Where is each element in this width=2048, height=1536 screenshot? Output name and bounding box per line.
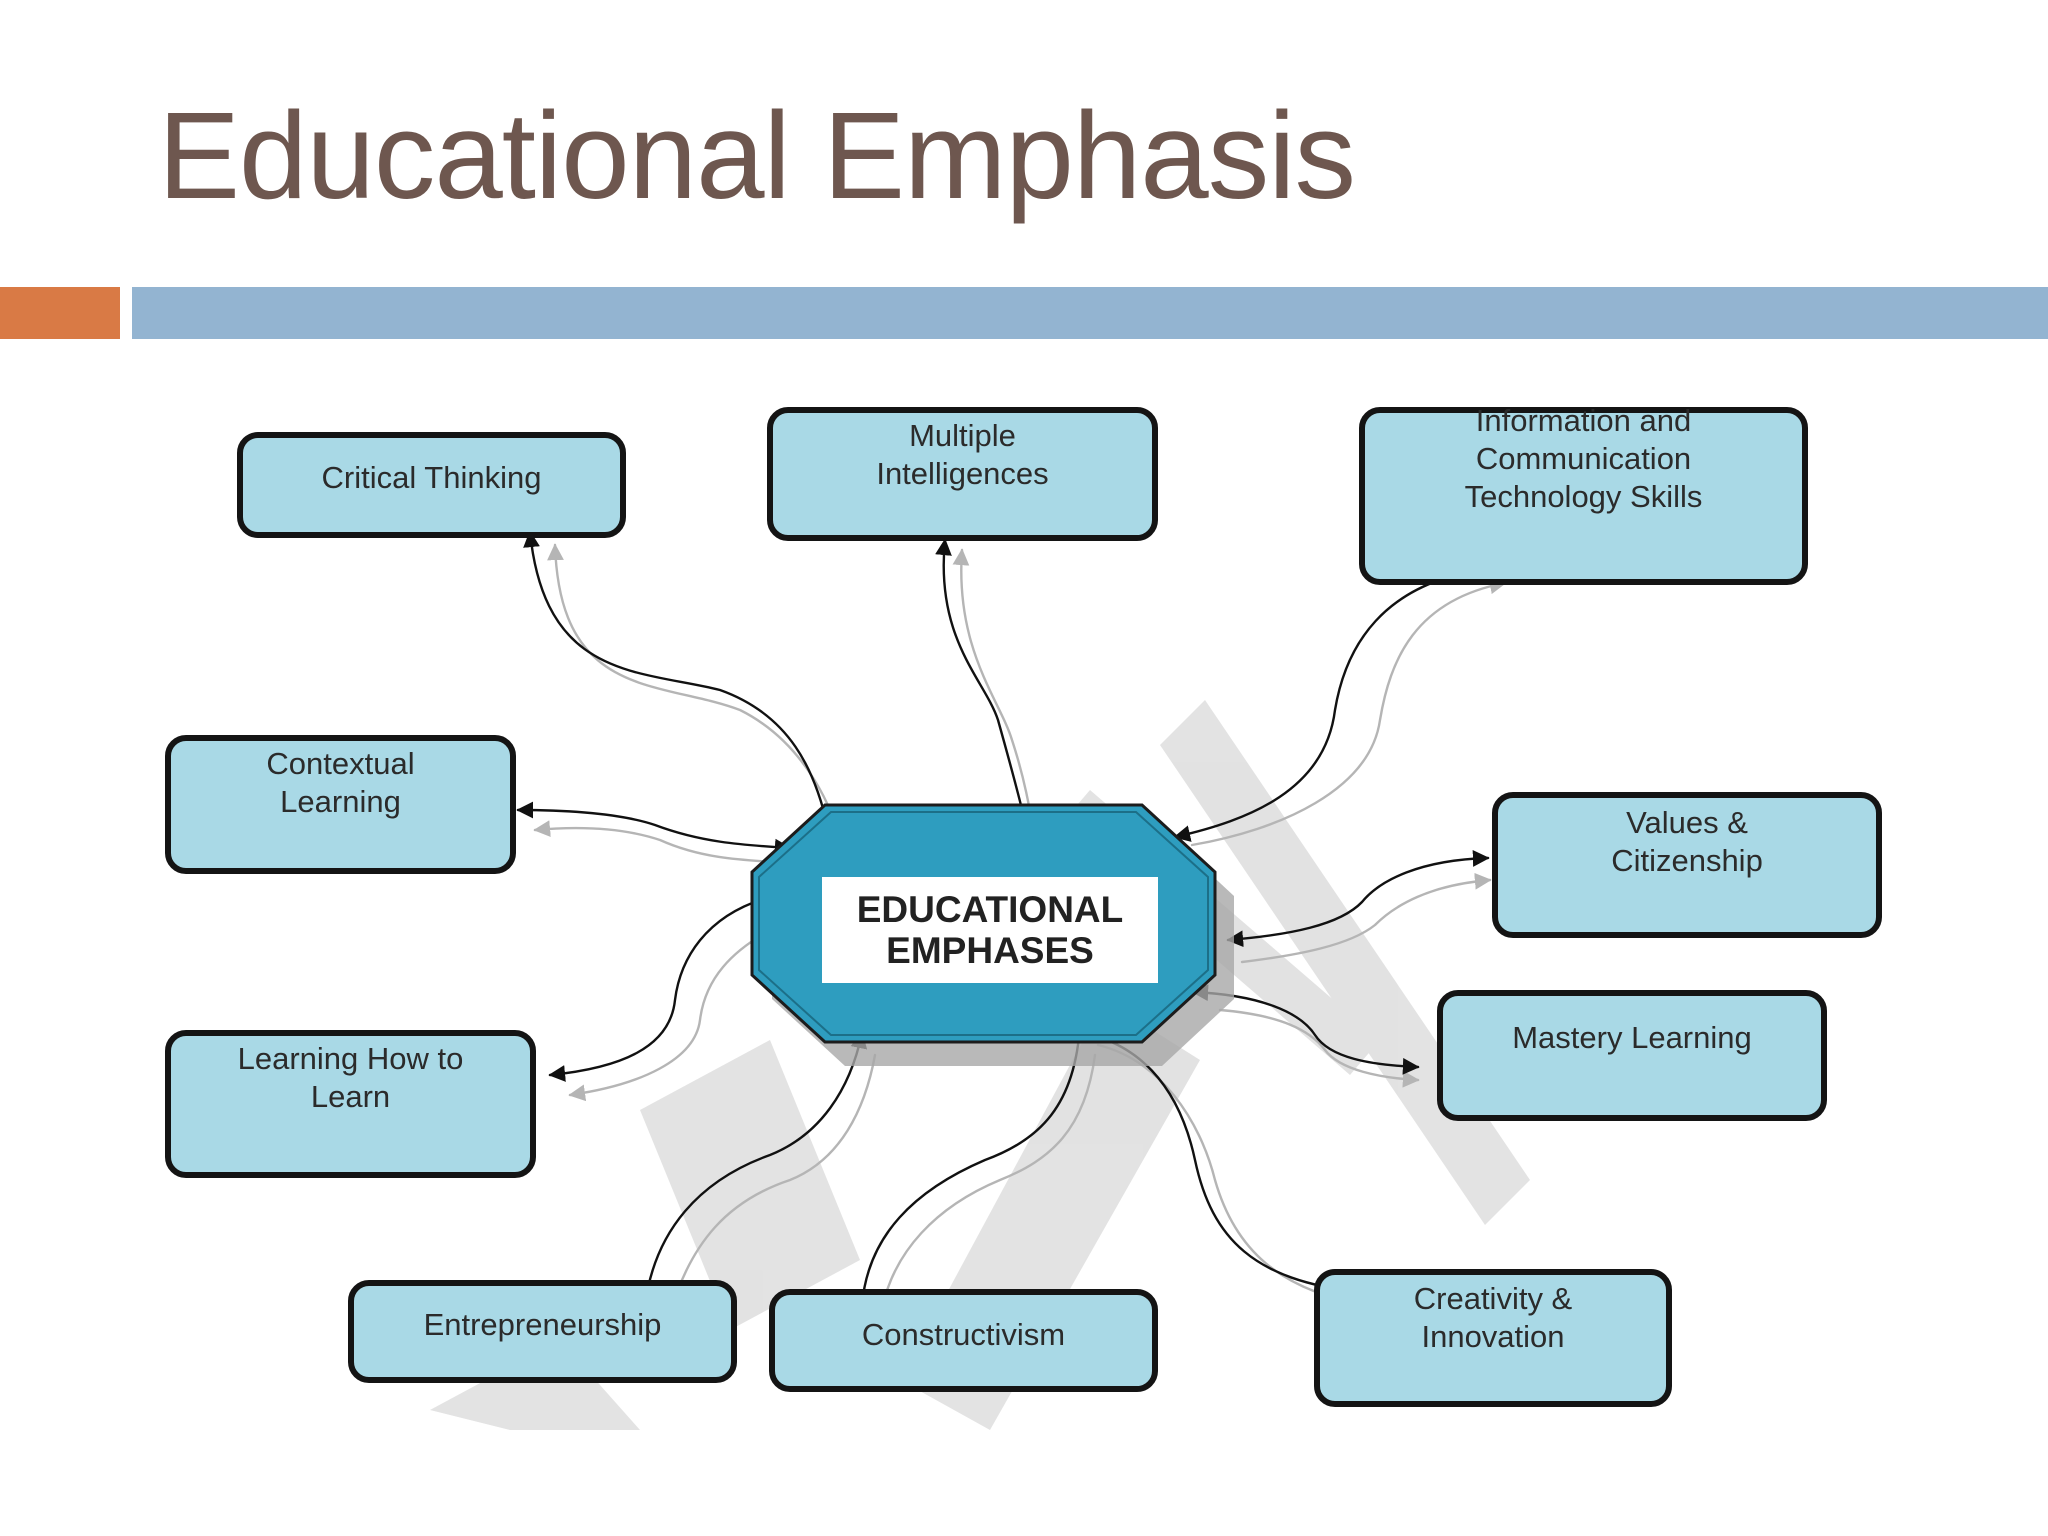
center-label-line: EMPHASES [886,930,1094,971]
node-label-line: Innovation [1421,1319,1564,1354]
node-box [1314,1269,1672,1407]
node-box [1437,990,1827,1121]
node-label-line: Contextual [266,746,414,781]
slide-title: Educational Emphasis [158,88,1356,225]
node-box [348,1280,737,1383]
accent-bar-blue [132,287,2048,339]
node-box [1359,407,1808,585]
node-label-line: Constructivism [862,1317,1065,1352]
node-label-line: Technology Skills [1465,479,1703,514]
node-label-line: Information and [1476,403,1691,438]
node-label-line: Creativity & [1414,1281,1573,1316]
node-label-line: Citizenship [1611,843,1763,878]
connector-values [1226,850,1490,948]
node-box [237,432,626,538]
accent-bar-orange [0,287,120,339]
node-label-line: Learn [311,1079,390,1114]
connector-shadow-critical-thinking [547,543,842,842]
node-label-line: Critical Thinking [322,460,542,495]
node-box [165,1030,536,1178]
node-label-line: Mastery Learning [1512,1020,1752,1055]
connector-shadow-multiple-intelligences [952,548,1035,832]
node-values-citizenship: Values &Citizenship [1492,792,1882,938]
connector-ict [1173,561,1497,842]
node-label: Values &Citizenship [1611,805,1763,878]
node-label: Entrepreneurship [424,1307,662,1342]
node-box [1492,792,1882,938]
node-label-line: Communication [1476,441,1691,476]
node-mastery-learning: Mastery Learning [1437,990,1827,1121]
connector-contextual [516,801,792,856]
node-label-line: Intelligences [876,456,1048,491]
node-label: Creativity &Innovation [1414,1281,1573,1354]
node-constructivism: Constructivism [769,1289,1158,1392]
node-box [165,735,516,874]
node-entrepreneurship: Entrepreneurship [348,1280,737,1383]
node-label-line: Entrepreneurship [424,1307,662,1342]
node-box [767,407,1158,541]
node-label-line: Values & [1626,805,1748,840]
node-label: Constructivism [862,1317,1065,1352]
node-label-line: Multiple [909,418,1016,453]
node-box [769,1289,1158,1392]
connector-learn [548,892,772,1082]
node-label-line: Learning [280,784,401,819]
connector-multiple-intelligences [935,538,1030,824]
node-label: Mastery Learning [1512,1020,1752,1055]
node-creativity-innovation: Creativity &Innovation [1314,1269,1672,1407]
connector-entrepreneurship [638,1031,868,1307]
node-critical-thinking: Critical Thinking [237,432,626,538]
node-label: Critical Thinking [322,460,542,495]
center-label-line: EDUCATIONAL [857,889,1124,930]
connector-critical-thinking [523,530,833,830]
node-label-line: Learning How to [238,1041,464,1076]
connectors [516,530,1507,1322]
